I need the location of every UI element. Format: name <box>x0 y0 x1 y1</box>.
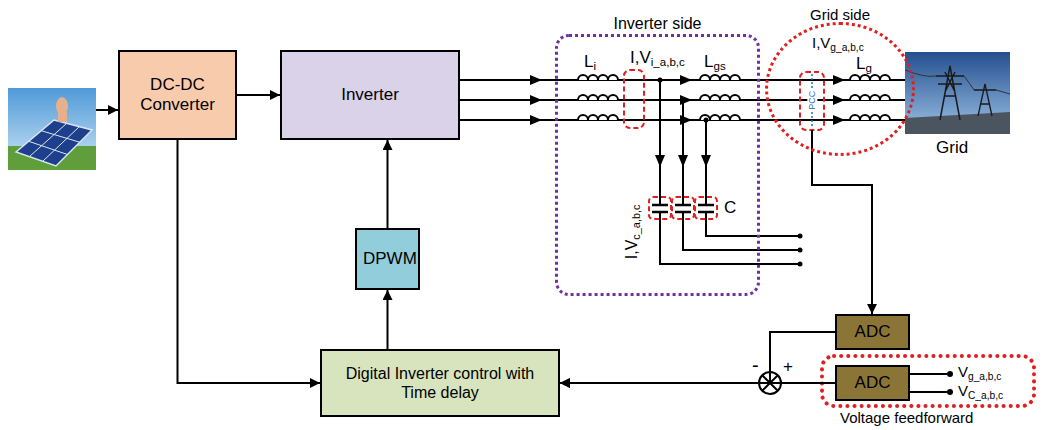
signal-label: g_a,b,c <box>968 371 1001 382</box>
line-arrowheads <box>530 75 845 125</box>
solar-panel-picture <box>8 88 96 170</box>
signal-label: L <box>704 52 713 71</box>
region-heading: Inverter side <box>613 15 701 33</box>
label-group: Grid <box>936 138 968 158</box>
signal-arrow <box>560 332 835 383</box>
label-group: PCC <box>807 90 817 111</box>
signal-label: i <box>593 60 596 72</box>
label-group: Li <box>584 52 596 74</box>
signal-arrow <box>387 290 389 349</box>
box-label: ADC <box>855 373 891 393</box>
measurement-wire <box>812 130 872 314</box>
converter-box: ADC <box>835 314 910 350</box>
signal-label: g <box>865 62 871 74</box>
signal-label: i_a,b,c <box>651 56 685 68</box>
region-heading: Grid side <box>810 6 870 23</box>
signal-label: c_a,b,c <box>630 205 642 240</box>
signal-arrow <box>387 140 389 228</box>
feedforward-outline <box>822 356 1034 406</box>
signal-label: I,V <box>623 240 640 260</box>
signal-label: C <box>724 198 736 217</box>
power-arrow <box>96 109 118 111</box>
signal-label: - <box>752 354 759 376</box>
branch-dots <box>655 78 803 267</box>
signal-arrow <box>237 94 280 96</box>
signal-arrow <box>560 382 835 384</box>
label-group: I,Vg_a,b,c <box>812 34 864 54</box>
process-box: DC-DC Converter <box>118 50 237 140</box>
signal-label: I,V <box>630 48 651 67</box>
label-group: Lgs <box>704 52 726 74</box>
signal-label: V <box>958 363 968 380</box>
signal-label: g_a,b,c <box>830 42 863 53</box>
label-group: Lg <box>856 54 872 76</box>
process-box: Inverter <box>280 50 460 140</box>
signal-label: + <box>783 357 793 376</box>
signal-label: I,V <box>812 34 830 51</box>
process-box: DPWM <box>355 228 420 290</box>
converter-box: ADC <box>835 365 910 401</box>
signal-label: Voltage feedforward <box>840 409 973 426</box>
box-label: DPWM <box>363 249 412 269</box>
label-group: Vg_a,b,c <box>958 363 1001 383</box>
box-label: DC-DC Converter <box>126 75 229 116</box>
box-label: ADC <box>855 322 891 342</box>
label-group: - <box>752 354 759 377</box>
label-group: VC_a,b,c <box>958 382 1003 402</box>
label-group: C <box>724 198 736 218</box>
box-label: Digital Inverter control with Time delay <box>328 364 552 402</box>
signal-label: PCC <box>807 91 817 110</box>
signal-arrow <box>178 140 321 383</box>
label-group: Voltage feedforward <box>840 409 973 426</box>
measurement-outlines <box>624 70 824 219</box>
box-label: Inverter <box>341 85 399 105</box>
signal-label: V <box>958 382 968 399</box>
signal-label: Grid <box>936 138 968 157</box>
region-outline: Inverter side <box>555 34 760 296</box>
signal-label: gs <box>713 60 725 72</box>
signal-label: L <box>856 54 865 73</box>
signal-label: L <box>584 52 593 71</box>
process-box: Digital Inverter control with Time delay <box>320 349 560 417</box>
label-group: I,Vi_a,b,c <box>630 48 685 70</box>
capacitor-branches <box>652 80 800 264</box>
grid-picture <box>905 52 1010 134</box>
label-group: I,Vc_a,b,c <box>623 205 643 260</box>
label-group: + <box>783 357 793 377</box>
signal-label: C_a,b,c <box>968 390 1003 401</box>
